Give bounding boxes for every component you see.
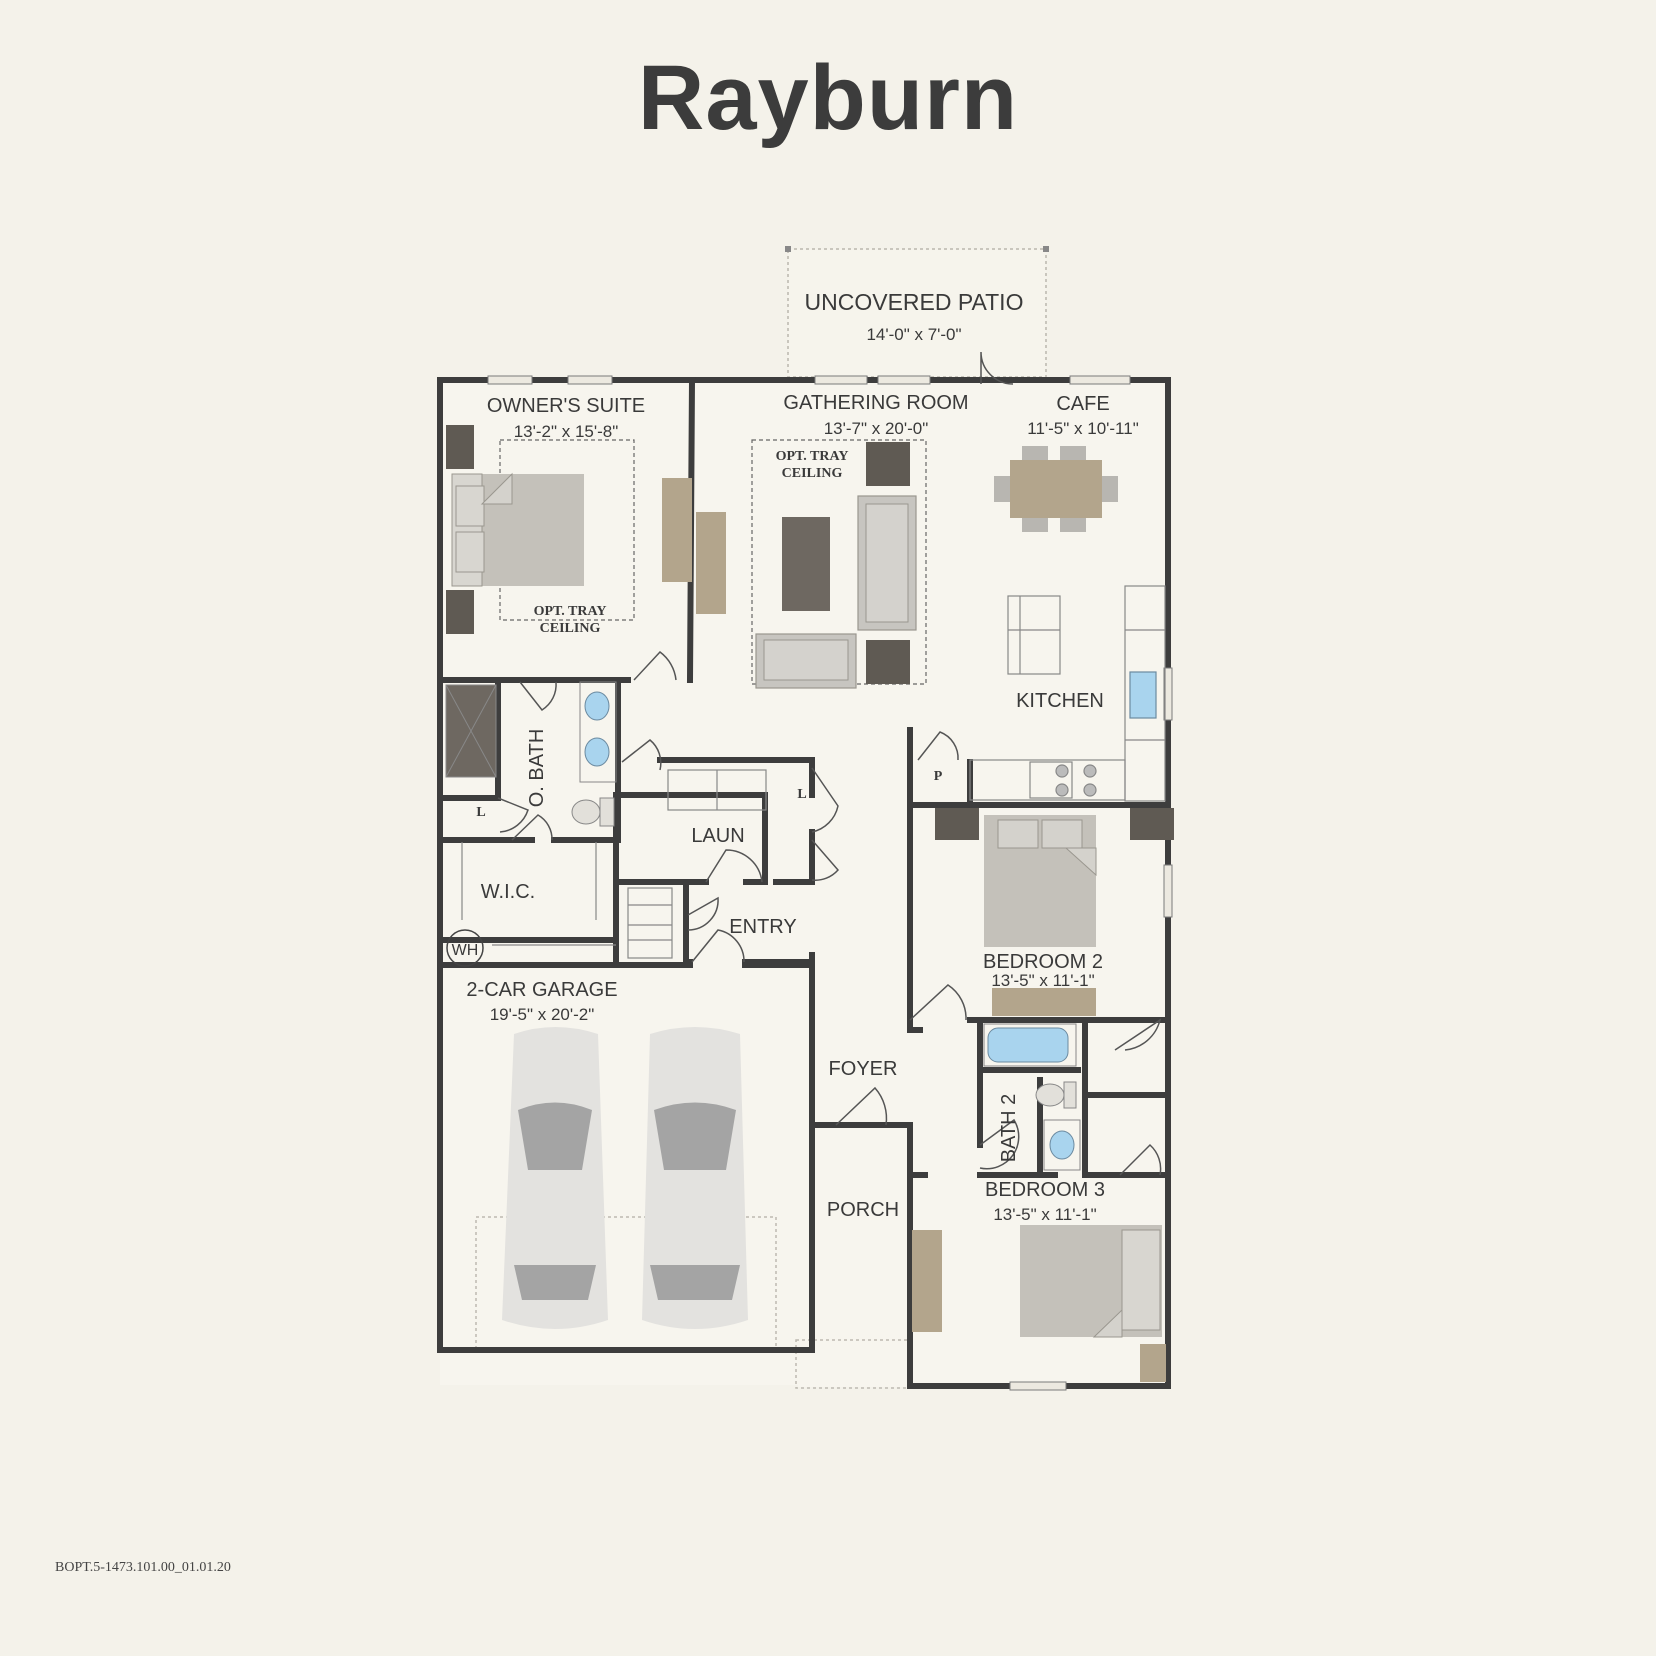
porch-outline	[795, 1339, 909, 1389]
bedroom3-name: BEDROOM 3	[985, 1179, 1105, 1201]
kitchen-fixtures	[969, 585, 1166, 802]
bedroom3-size: 13'-5" x 11'-1"	[993, 1205, 1096, 1224]
uncovered-patio	[785, 246, 1049, 378]
linen-owner: L	[476, 805, 485, 820]
bedroom3-furniture	[912, 1225, 1166, 1382]
patio-size: 14'-0" x 7'-0"	[866, 325, 961, 344]
linen-hall: L	[797, 787, 806, 802]
bath2-name: BATH 2	[998, 1094, 1020, 1163]
entry-name: ENTRY	[729, 916, 796, 938]
gathering-room-size: 13'-7" x 20'-0"	[824, 419, 929, 438]
owners-bath-fixtures	[445, 681, 617, 827]
foyer-name: FOYER	[829, 1058, 898, 1080]
owners-suite-size: 13'-2" x 15'-8"	[514, 422, 619, 441]
garage-cars	[502, 1027, 748, 1329]
windows	[487, 375, 1173, 1391]
kitchen-name: KITCHEN	[1016, 690, 1104, 712]
cafe-name: CAFE	[1056, 393, 1109, 415]
bedroom2-name: BEDROOM 2	[983, 951, 1103, 973]
garage-name: 2-CAR GARAGE	[466, 979, 617, 1001]
laundry-fixtures	[667, 769, 767, 811]
bath2-fixtures	[983, 1023, 1081, 1171]
gathering-tray-line1: OPT. TRAY	[776, 449, 849, 464]
owners-suite-furniture	[446, 425, 726, 634]
garage-size: 19'-5" x 20'-2"	[490, 1005, 595, 1024]
bedroom2-size: 13'-5" x 11'-1"	[991, 971, 1094, 990]
plan-title: Rayburn	[637, 47, 1019, 149]
patio-name: UNCOVERED PATIO	[805, 289, 1024, 315]
owners-suite-name: OWNER'S SUITE	[487, 395, 645, 417]
gathering-tray-line2: CEILING	[782, 466, 843, 481]
room-labels: UNCOVERED PATIO 14'-0" x 7'-0" OWNER'S S…	[452, 289, 1139, 1224]
owners-tray-line1: OPT. TRAY	[534, 604, 607, 619]
porch-name: PORCH	[827, 1199, 899, 1221]
wic-name: W.I.C.	[481, 881, 535, 903]
laun-name: LAUN	[691, 825, 744, 847]
cafe-table	[994, 446, 1118, 532]
owners-tray-line2: CEILING	[540, 621, 601, 636]
wic-shelving	[461, 842, 616, 946]
cafe-size: 11'-5" x 10'-11"	[1027, 419, 1139, 438]
wh-name: WH	[452, 942, 479, 959]
gathering-room-furniture	[751, 439, 927, 689]
document-code: BOPT.5-1473.101.00_01.01.20	[55, 1560, 231, 1575]
bedroom2-furniture	[935, 808, 1174, 1016]
pantry-label: P	[934, 769, 943, 784]
obath-name: O. BATH	[526, 729, 548, 808]
doors	[497, 351, 1162, 1176]
gathering-room-name: GATHERING ROOM	[783, 392, 968, 414]
water-heater	[446, 929, 484, 967]
entry-bench	[627, 887, 673, 959]
